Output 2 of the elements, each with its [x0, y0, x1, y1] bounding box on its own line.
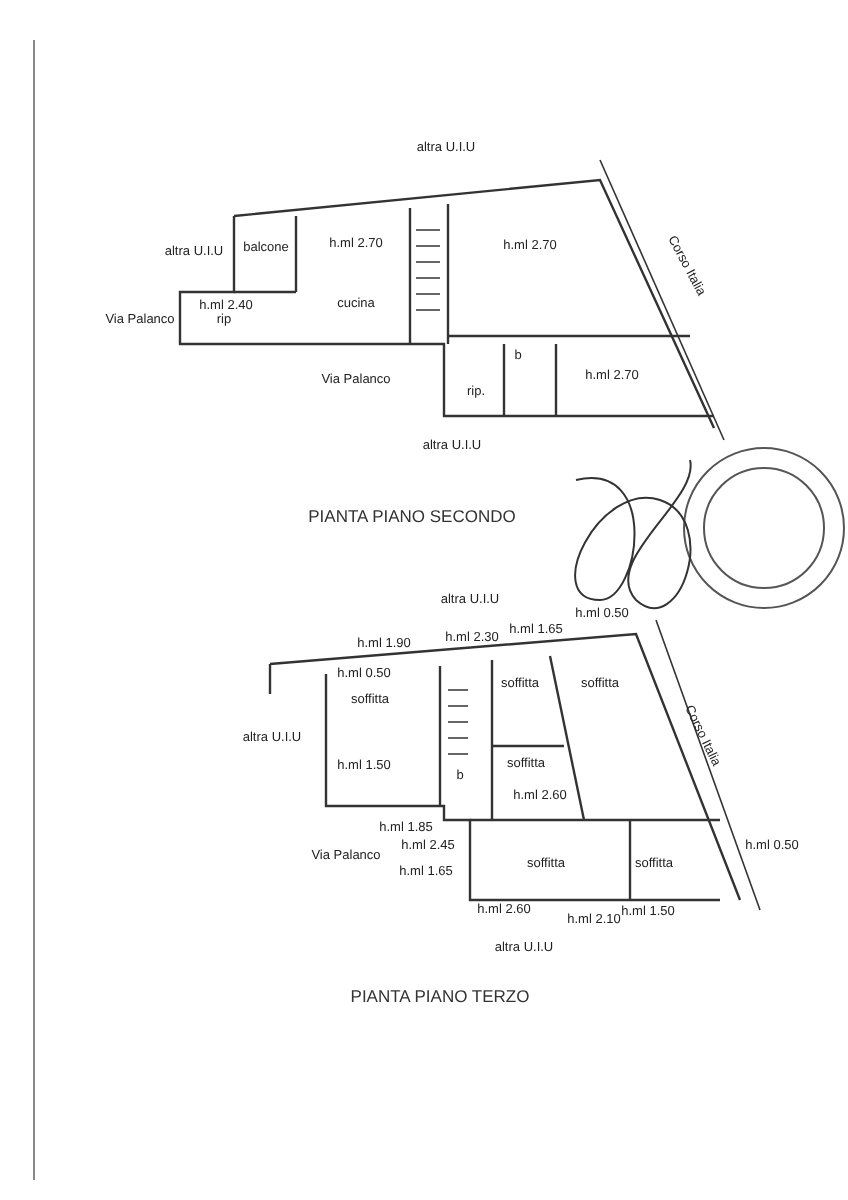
- plan-title: PIANTA PIANO TERZO: [350, 986, 530, 1006]
- plan-title: PIANTA PIANO SECONDO: [308, 506, 516, 526]
